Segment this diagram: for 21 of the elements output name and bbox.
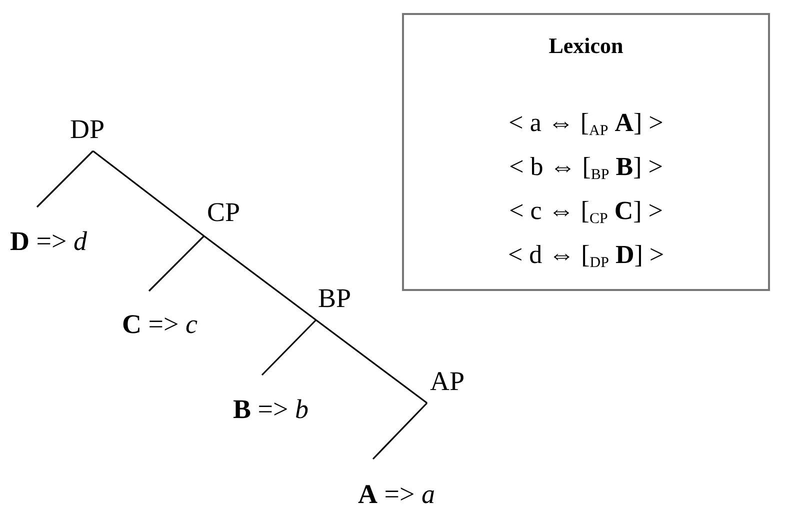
terminal-label: A => a bbox=[358, 477, 435, 511]
lexicon-entry: < b ⇔ [$_{BP}$ B] > bbox=[509, 151, 663, 185]
lexicon-entry: < c ⇔ [$_{CP}$ C] > bbox=[509, 195, 663, 229]
tree-branch bbox=[261, 319, 317, 376]
box-heading: Lexicon bbox=[548, 32, 624, 60]
phrase-label: CP bbox=[207, 195, 240, 229]
terminal-label: C => c bbox=[122, 307, 198, 341]
tree-branch bbox=[204, 235, 316, 321]
terminal-label: D => d bbox=[10, 224, 87, 258]
tree-branch bbox=[372, 402, 428, 460]
phrase-label: AP bbox=[430, 364, 465, 398]
tree-branch bbox=[36, 150, 94, 208]
tree-branch bbox=[316, 319, 428, 404]
tree-branch bbox=[148, 235, 205, 292]
tree-branch bbox=[92, 150, 204, 237]
lexicon-box bbox=[402, 13, 770, 291]
lexicon-entry: < d ⇔ [$_{DP}$ D] > bbox=[508, 239, 664, 273]
terminal-label: B => b bbox=[233, 392, 308, 426]
phrase-label: DP bbox=[70, 112, 105, 146]
lexicon-entry: < a ⇔ [$_{AP}$ A] > bbox=[508, 107, 664, 141]
phrase-label: BP bbox=[318, 281, 352, 315]
